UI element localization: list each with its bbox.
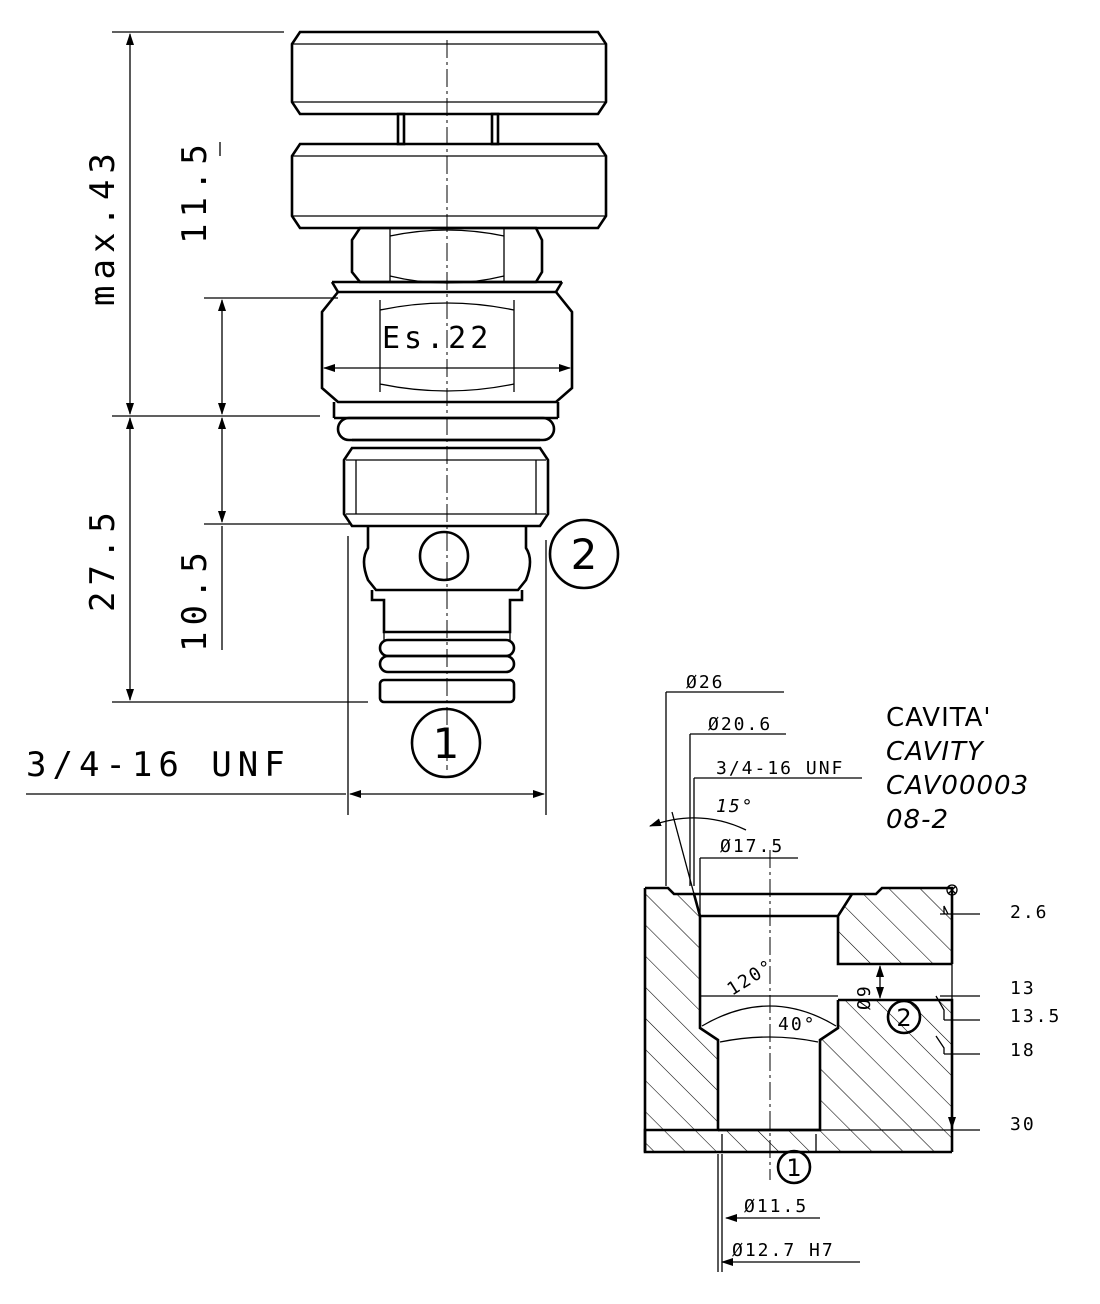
dim-dia-11-5: Ø11.5 (744, 1196, 808, 1217)
valve-thread: 3/4-16 UNF (26, 745, 291, 785)
dim-cavity-thread: 3/4-16 UNF (716, 758, 844, 779)
dim-body-length: 27.5 (83, 506, 123, 612)
dim-dia-9: Ø9 (854, 984, 875, 1010)
dim-angle-120: 120° (724, 955, 779, 1000)
cavity-port-1-label: 1 (786, 1154, 801, 1182)
dim-angle-15: 15° (716, 796, 755, 817)
port-2-marker (548, 518, 620, 590)
cavity-port-2-label: 2 (896, 1004, 911, 1032)
cavity-title-line-2: CAVITY (886, 737, 985, 767)
dim-max-height: max.43 (83, 147, 123, 306)
dim-depth-13-5: 13.5 (1010, 1006, 1061, 1027)
dim-depth-18: 18 (1010, 1040, 1036, 1061)
valve-side-view: max.43 11.5 27.5 10.5 Es.22 3/4-16 UNF 1… (26, 30, 620, 815)
dim-dia-17-5: Ø17.5 (720, 836, 784, 857)
cavity-section: CAVITA' CAVITY CAV00003 08-2 Ø26 Ø20.6 3… (643, 672, 1061, 1272)
dim-dia-26: Ø26 (686, 672, 725, 693)
dim-angle-40: 40° (778, 1014, 817, 1035)
dim-dia-12-7: Ø12.7 H7 (732, 1240, 835, 1261)
cavity-port-1-marker (776, 1149, 812, 1185)
cavity-port-2-marker (886, 999, 922, 1035)
dim-dia-20-6: Ø20.6 (708, 714, 772, 735)
port-1-marker (410, 707, 482, 779)
dim-head-height: 11.5 (175, 138, 215, 244)
dim-depth-30: 30 (1010, 1114, 1036, 1135)
dim-depth-2-6: 2.6 (1010, 902, 1049, 923)
dim-hex: Es.22 (382, 321, 492, 356)
dim-port-offset: 10.5 (175, 546, 215, 652)
port-1-label: 1 (433, 719, 460, 768)
port-2-label: 2 (571, 530, 598, 579)
cavity-title-line-4: 08-2 (886, 805, 949, 835)
cavity-title-line-1: CAVITA' (886, 703, 992, 733)
cavity-title-line-3: CAV00003 (886, 771, 1029, 801)
dim-depth-13: 13 (1010, 978, 1036, 999)
